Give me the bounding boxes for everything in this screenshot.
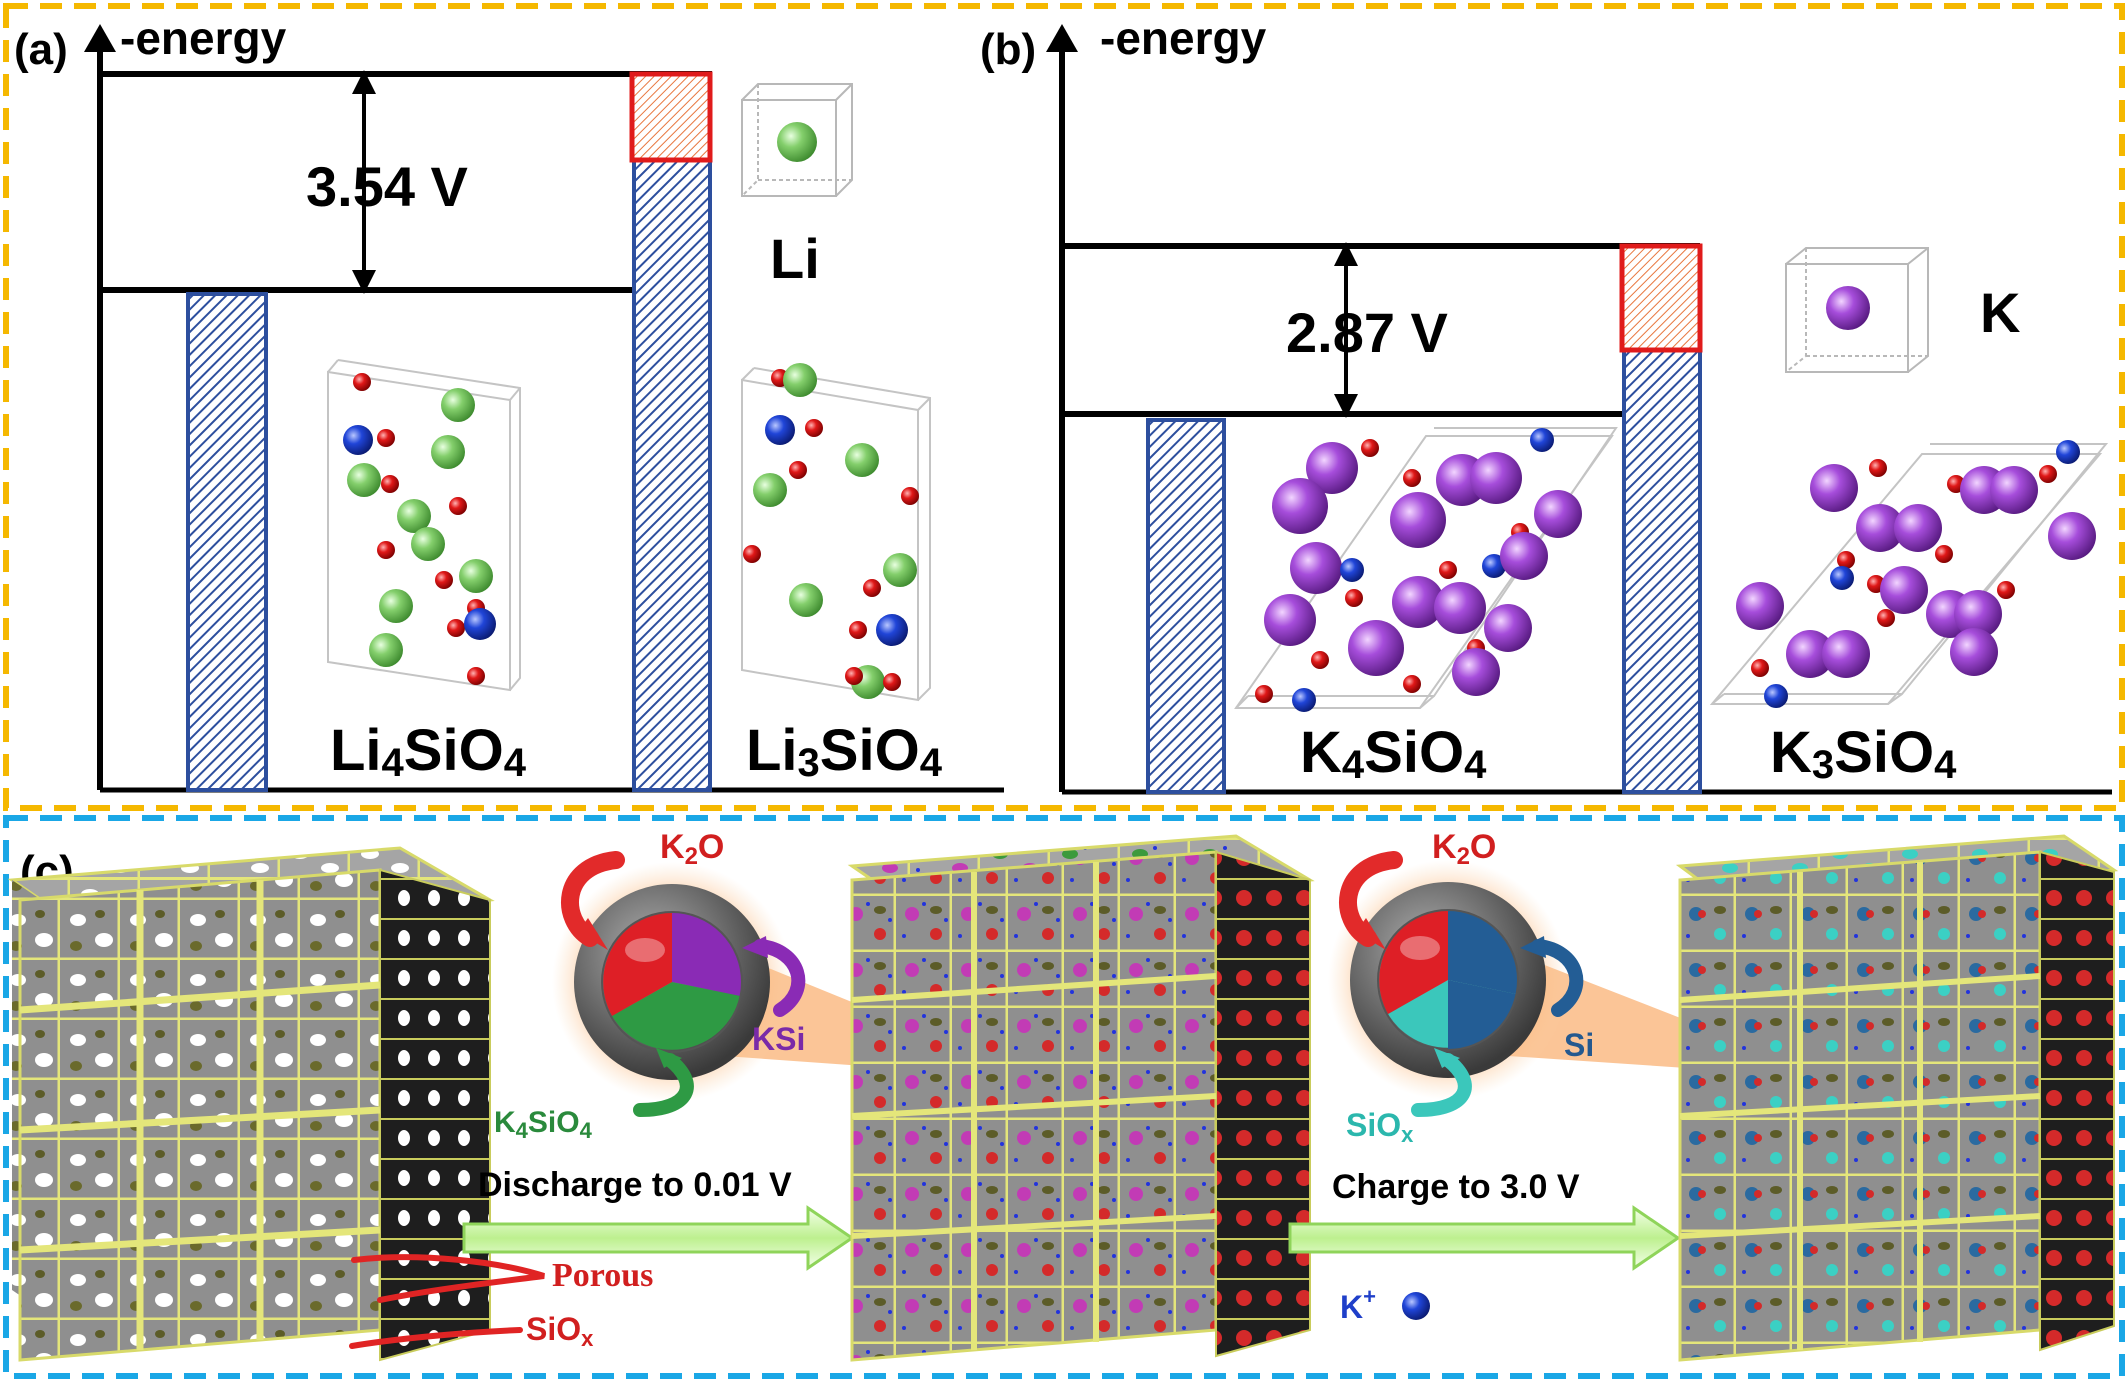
compound-label-li3sio4: Li3SiO4 [746,718,943,785]
bar-li4sio4 [186,292,268,792]
voltage-label-a: 3.54 V [306,155,468,218]
compound-label-li4sio4: Li4SiO4 [330,718,527,785]
k4sio4-structure [1234,427,1618,712]
cube-pristine [7,846,495,1362]
panel-a: (a) -energy 3.54 V Li [14,12,1004,793]
compound-label-k3sio4: K3SiO4 [1770,720,1957,787]
siox-arrow-head [1434,1048,1460,1068]
si-label: Si [1564,1027,1594,1063]
k2o-label-2: K2O [1432,828,1496,870]
li-atom [777,122,817,162]
discharge-arrow [462,1205,855,1271]
energy-axis-a-arrowhead [84,24,116,52]
k2o-label-1: K2O [660,828,724,870]
porous-label: Porous [552,1257,653,1294]
voltage-label-b: 2.87 V [1286,301,1448,364]
kplus-label: K+ [1340,1284,1376,1325]
bar-k4sio4 [1146,418,1226,794]
energy-axis-b-arrowhead [1046,24,1078,52]
charge-arrow [1288,1205,1681,1271]
siox-arrow [1411,1053,1472,1117]
k2o-arrow-2-head [1356,918,1386,950]
panel-b-label: (b) [980,25,1036,74]
ksi-arrow-head [742,936,768,958]
panel-ab-border [3,3,2125,811]
k4sio4-arrow [633,1053,694,1117]
metal-label-a: Li [770,227,820,290]
metal-label-b: K [1980,281,2020,344]
porous-pointer [351,1254,545,1303]
panel-c-border [3,815,2125,1379]
bar-k3sio4-cap [1619,243,1703,353]
k-metal-cell [1785,247,1929,373]
siox-product-label: SiOx [1346,1107,1414,1147]
discharge-label: Discharge to 0.01 V [478,1166,792,1204]
energy-axis-b-label: -energy [1100,12,1267,64]
li4sio4-structure [327,359,521,692]
li-metal-cell [741,83,853,197]
kplus-ion-icon [1402,1292,1430,1320]
k3sio4-structure [1709,440,2109,708]
k2o-arrow-1-head [578,918,608,950]
panel-b: (b) -energy 2.87 V K [980,12,2112,795]
cube-discharged [847,834,1315,1362]
panel-a-label: (a) [14,25,68,74]
siox-label: SiOx [526,1311,594,1351]
energy-axis-a-label: -energy [120,12,287,64]
ksi-arrow [753,939,806,1017]
si-arrow-head [1520,936,1546,958]
k-atom [1826,286,1870,330]
k4sio4-arrow-head [656,1048,682,1068]
charge-label: Charge to 3.0 V [1332,1168,1580,1206]
cube-charged [1675,834,2119,1362]
compound-label-k4sio4: K4SiO4 [1300,720,1487,787]
li3sio4-structure [741,363,931,702]
sphere-charged [1350,882,1546,1078]
bar-li3sio4-cap [629,71,713,163]
sphere-discharged [574,884,770,1080]
ksi-label: KSi [752,1021,805,1057]
bar-k3sio4 [1622,348,1702,794]
panel-c: (c) Porous SiOx Discharge to 0.01 V [7,828,2119,1362]
bar-li3sio4 [632,158,712,792]
si-arrow [1531,939,1584,1017]
k4sio4-label: K4SiO4 [494,1106,593,1143]
siox-pointer [349,1327,523,1349]
